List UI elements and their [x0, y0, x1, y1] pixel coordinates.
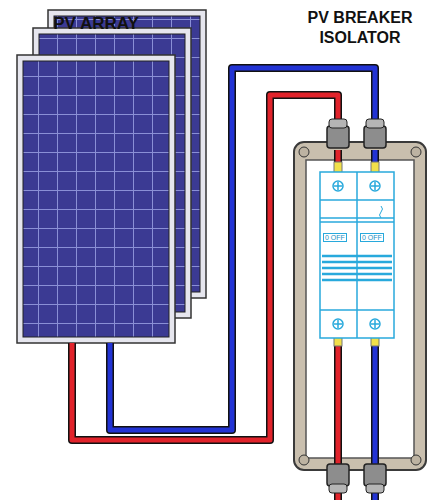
- heading-label: PV ARRAY: [7, 13, 185, 34]
- enclosure: [294, 142, 426, 470]
- solar-panel: [17, 55, 175, 343]
- pv-array: PV ARRAY: [17, 55, 175, 343]
- cable: [110, 68, 375, 430]
- cable-gland: [327, 119, 386, 493]
- cable-core: [110, 68, 375, 430]
- switch-position-label: 0 OFF: [323, 233, 347, 242]
- cable-outline: [110, 68, 375, 430]
- breaker-enclosure: PV BREAKER ISOLATOR: [294, 148, 426, 470]
- heading-label: PV BREAKER ISOLATOR: [284, 8, 436, 48]
- switch-position-label: 0 OFF: [360, 233, 384, 242]
- breaker-module: [320, 172, 394, 338]
